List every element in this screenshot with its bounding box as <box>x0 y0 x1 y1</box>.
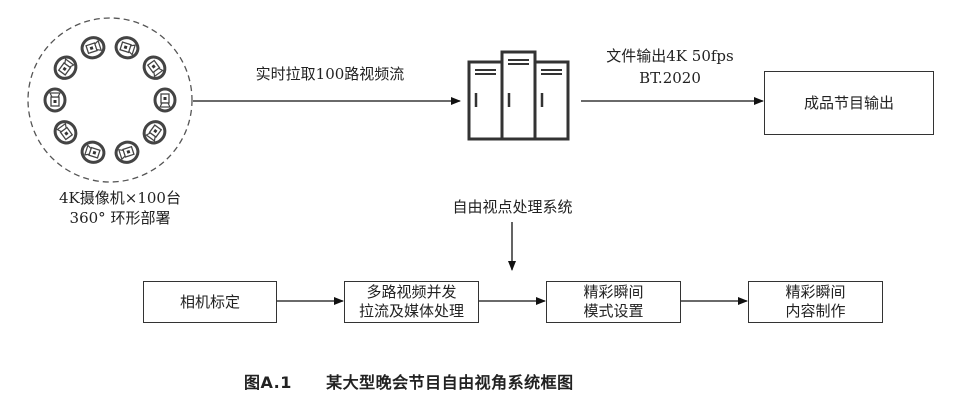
free-viewpoint-system-label: 自由视点处理系统 <box>452 198 573 216</box>
camera-ring-label-line1: 4K摄像机×100台 <box>59 189 181 207</box>
camera-icon <box>114 36 140 60</box>
step-label-line1: 精彩瞬间 <box>785 283 846 301</box>
server-rack-icon <box>467 50 570 141</box>
step-label-line1: 精彩瞬间 <box>583 283 644 301</box>
figure-number: 图A.1 <box>244 373 292 392</box>
file-output-label-line1: 文件输出4K 50fps <box>606 47 734 65</box>
camera-icon <box>153 87 177 113</box>
camera-ring-icon <box>27 17 193 183</box>
step-label-line1: 多路视频并发 <box>366 283 457 301</box>
step-label-line2: 模式设置 <box>583 302 644 320</box>
camera-icon <box>142 55 167 80</box>
camera-icon <box>43 87 67 113</box>
camera-icon <box>142 120 167 145</box>
program-output-box: 成品节目输出 <box>764 71 934 135</box>
camera-icon <box>114 140 140 164</box>
camera-ring-label-line2: 360° 环形部署 <box>69 209 171 227</box>
figure-title: 某大型晚会节目自由视角系统框图 <box>326 373 574 392</box>
camera-icon <box>80 140 106 164</box>
step-label-line2: 拉流及媒体处理 <box>358 302 464 320</box>
camera-icon <box>53 120 78 145</box>
figure-caption: 图A.1 某大型晚会节目自由视角系统框图 <box>244 369 574 393</box>
step-multistream-processing: 多路视频并发 拉流及媒体处理 <box>344 281 479 323</box>
step-label-line2: 内容制作 <box>785 302 846 320</box>
program-output-label: 成品节目输出 <box>803 93 894 112</box>
camera-icon <box>80 36 106 60</box>
step-highlight-mode-setup: 精彩瞬间 模式设置 <box>546 281 681 323</box>
stream-pull-label: 实时拉取100路视频流 <box>255 65 405 83</box>
camera-icon <box>53 55 78 80</box>
file-output-label-line2: BT.2020 <box>639 69 701 87</box>
step-label-line1: 相机标定 <box>179 292 240 311</box>
step-highlight-content-production: 精彩瞬间 内容制作 <box>748 281 883 323</box>
step-camera-calibration: 相机标定 <box>143 281 277 323</box>
